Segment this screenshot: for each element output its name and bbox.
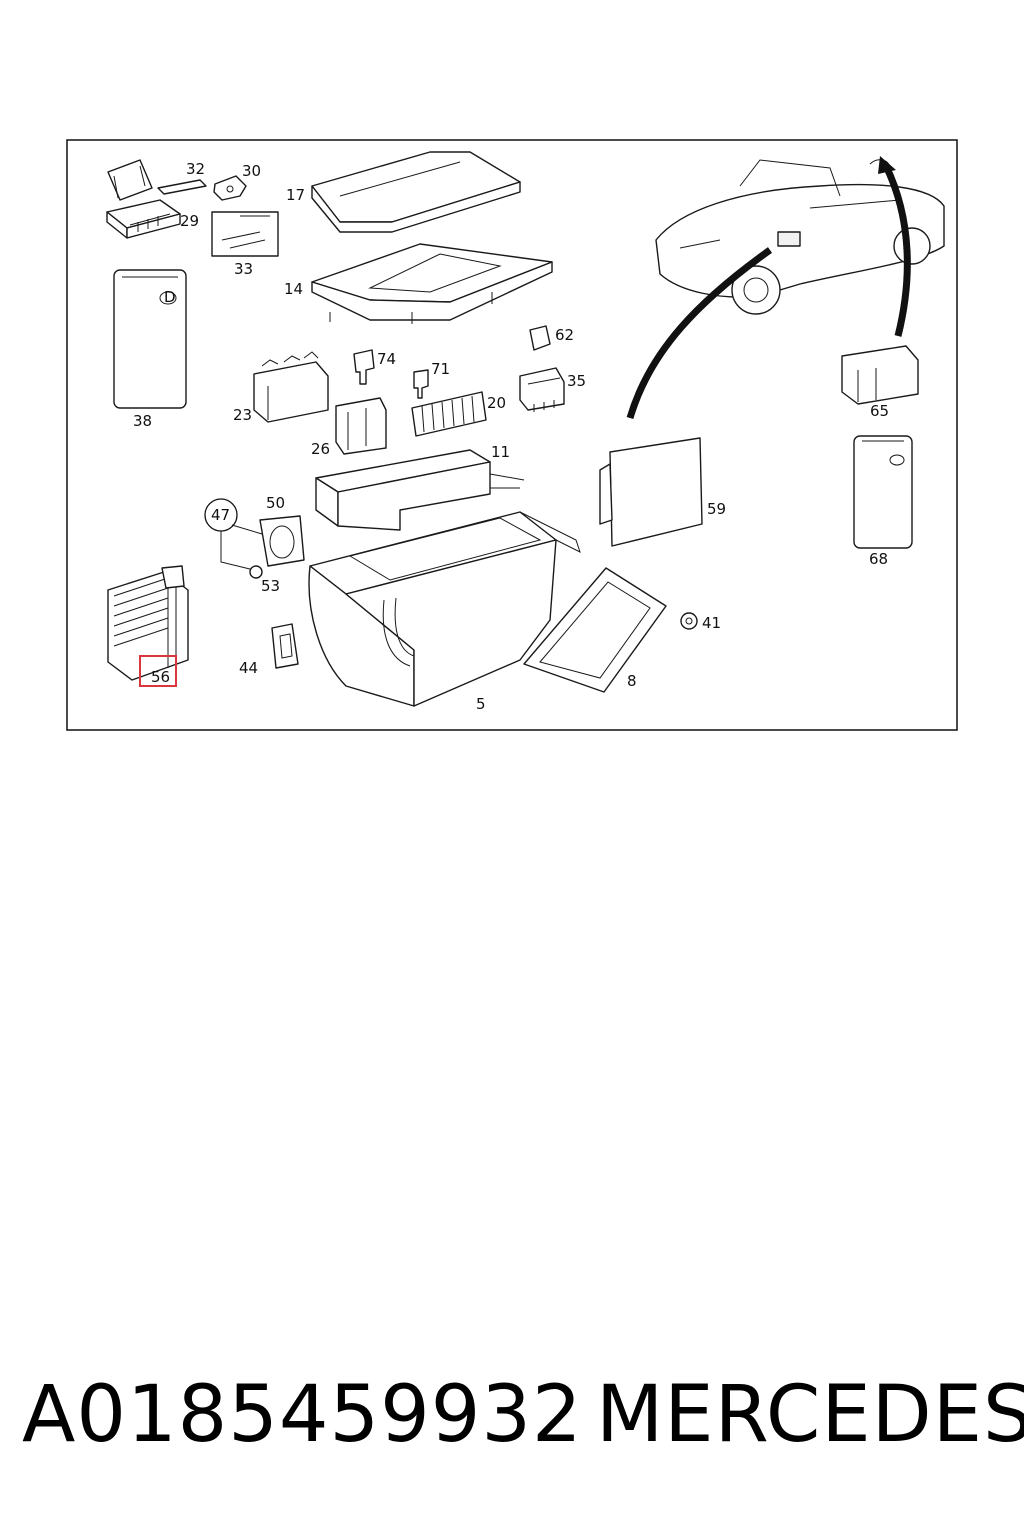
callout-53: 53 [261, 577, 280, 595]
callout-35: 35 [567, 372, 586, 390]
callout-62: 62 [555, 326, 574, 344]
part-number: A0185459932 [22, 1370, 583, 1460]
part-14-tray [311, 243, 553, 324]
callout-5: 5 [476, 695, 486, 713]
callout-65: 65 [870, 402, 889, 420]
part-74-fuse [353, 349, 375, 385]
callout-71: 71 [431, 360, 450, 378]
car-illustration [655, 159, 945, 315]
callout-26: 26 [311, 440, 330, 458]
callout-29: 29 [180, 212, 199, 230]
callout-59: 59 [707, 500, 726, 518]
arrow-to-65 [882, 164, 911, 337]
part-30-bracket [213, 175, 247, 201]
sticker-mark: D [164, 288, 176, 306]
diagram-frame [66, 139, 958, 731]
part-11-carrier [315, 449, 525, 531]
part-33-card [211, 211, 279, 257]
part-71-fuse [413, 369, 429, 399]
callout-33: 33 [234, 260, 253, 278]
part-26-connector [335, 397, 387, 455]
arrowhead-65 [878, 156, 896, 174]
parts-diagram: D [66, 139, 958, 731]
part-8-gasket [523, 567, 667, 693]
highlight-box-56 [139, 655, 177, 687]
callout-47-circle [204, 498, 263, 571]
callout-50: 50 [266, 494, 285, 512]
part-53-screw [249, 565, 263, 579]
callout-38: 38 [133, 412, 152, 430]
callout-23: 23 [233, 406, 252, 424]
callout-32: 32 [186, 160, 205, 178]
brand-name: MERCEDES [596, 1370, 1024, 1460]
callout-20: 20 [487, 394, 506, 412]
callout-44: 44 [239, 659, 258, 677]
callout-14: 14 [284, 280, 303, 298]
part-50-grommet [259, 515, 305, 567]
part-35-connector [519, 367, 565, 412]
part-20-fuse-strip [411, 391, 487, 437]
part-5-housing [308, 511, 581, 707]
caption: A0185459932 MERCEDES [0, 1365, 1024, 1475]
part-38-card: D [113, 269, 187, 409]
part-44-clip [271, 623, 299, 669]
callout-68: 68 [869, 550, 888, 568]
part-65-relay-block [841, 345, 919, 405]
part-17-cover [311, 151, 521, 233]
part-56-control-unit [107, 565, 189, 681]
part-59-cover-panel [599, 437, 703, 547]
callout-30: 30 [242, 162, 261, 180]
callout-8: 8 [627, 672, 637, 690]
callout-56: 56 [151, 668, 170, 686]
callout-47: 47 [211, 506, 230, 524]
part-32-strip [157, 179, 207, 195]
callout-11: 11 [491, 443, 510, 461]
arrow-to-59 [626, 247, 773, 419]
callout-41: 41 [702, 614, 721, 632]
part-68-card [853, 435, 913, 549]
callout-74: 74 [377, 350, 396, 368]
part-29-fuse-holder [106, 159, 181, 239]
part-41-nut [680, 612, 698, 630]
part-62-relay [529, 325, 551, 351]
callout-17: 17 [286, 186, 305, 204]
part-23-relay-block [253, 351, 329, 423]
